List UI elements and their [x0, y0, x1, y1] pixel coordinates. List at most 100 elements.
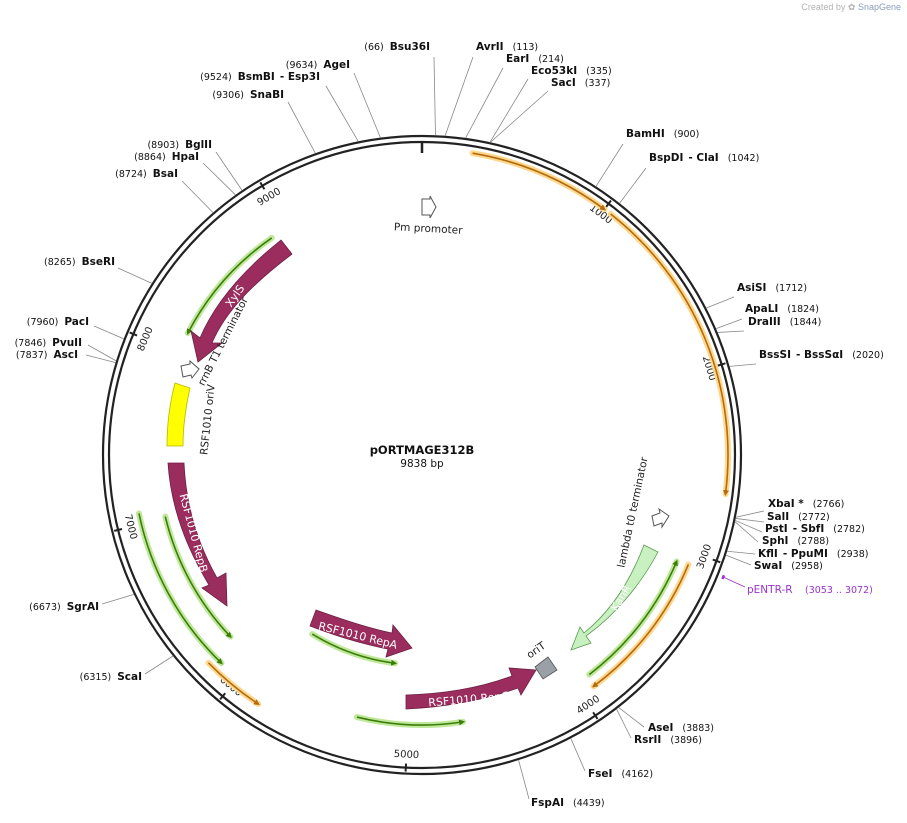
enzyme-isoschizomer: - Esp3I	[280, 71, 320, 83]
svg-text:(8903)BglII: (8903)BglII	[147, 139, 212, 151]
orf-arc-3[interactable]	[588, 559, 678, 676]
orf-arc-2[interactable]	[591, 564, 690, 688]
enzyme-label-pvuii[interactable]: (7846)PvuII	[15, 337, 82, 349]
svg-text:(9634)AgeI: (9634)AgeI	[286, 59, 350, 71]
enzyme-label-swai[interactable]: SwaI(2958)	[754, 560, 823, 572]
enzyme-label-sgrai[interactable]: (6673)SgrAI	[29, 601, 99, 613]
enzyme-label-bglii[interactable]: (8903)BglII	[147, 139, 212, 151]
enzyme-label-bsssi[interactable]: BssSI- BssSαI(2020)	[759, 349, 884, 361]
enzyme-isoschizomer: - SbfI	[793, 523, 825, 535]
enzyme-position: (3896)	[670, 735, 702, 746]
enzyme-label-avrii[interactable]: AvrII(113)	[476, 41, 538, 53]
enzyme-label-asisi[interactable]: AsiSI(1712)	[737, 282, 807, 294]
enzyme-name: PstI	[765, 523, 788, 535]
enzyme-label-rsrii[interactable]: RsrII(3896)	[634, 734, 702, 746]
svg-text:EarI(214): EarI(214)	[506, 53, 564, 65]
enzyme-label-bsu36i[interactable]: (66)Bsu36I	[364, 41, 430, 53]
orf-arc-1[interactable]	[610, 213, 729, 497]
enzyme-label-saci[interactable]: SacI(337)	[551, 77, 610, 89]
svg-text:Eco53kI(335): Eco53kI(335)	[531, 65, 612, 77]
enzyme-site-line	[616, 708, 632, 739]
tick-label-3000: 3000	[695, 543, 714, 571]
enzyme-label-agei[interactable]: (9634)AgeI	[286, 59, 350, 71]
enzyme-label-fspai[interactable]: FspAI(4439)	[531, 797, 605, 809]
enzyme-label-psti[interactable]: PstI- SbfI(2782)	[765, 523, 865, 535]
snapgene-credit: Created by ✿ SnapGene	[801, 2, 901, 13]
orf-arc-4[interactable]	[356, 716, 466, 726]
enzyme-label-snabi[interactable]: (9306) SnaBI	[212, 89, 284, 101]
svg-text:ApaLI(1824): ApaLI(1824)	[745, 303, 819, 315]
enzyme-label-asei[interactable]: AseI(3883)	[648, 722, 714, 734]
snapgene-logo-icon: ✿	[847, 2, 856, 12]
enzyme-label-sali[interactable]: SalI(2772)	[767, 511, 830, 523]
enzyme-site-line	[715, 318, 743, 330]
enzyme-site-line	[465, 67, 504, 139]
enzyme-position: (9306)	[212, 90, 244, 101]
enzyme-site-line	[93, 325, 124, 340]
enzyme-label-bseri[interactable]: (8265)BseRI	[44, 256, 115, 268]
tick-label-5000: 5000	[393, 749, 419, 761]
enzyme-position: (66)	[364, 42, 384, 53]
enzyme-label-asci[interactable]: (7837)AscI	[16, 349, 78, 361]
enzyme-position: (6315)	[80, 672, 112, 683]
enzyme-position: (4162)	[621, 769, 653, 780]
enzyme-label-bsmbi[interactable]: (9524)BsmBI- Esp3I	[200, 71, 320, 83]
tick-mark-9000	[259, 181, 266, 190]
enzyme-position: (2020)	[852, 350, 884, 361]
orf-arc-8[interactable]	[138, 513, 223, 665]
enzyme-label-kfli[interactable]: KflI- PpuMI(2938)	[758, 548, 868, 560]
rsf1010-oriv-label: RSF1010 oriV	[198, 383, 217, 456]
primer-penter-r-mark[interactable]	[721, 574, 726, 580]
rsf1010-repb-feature[interactable]: RSF1010 RepB	[167, 462, 228, 607]
enzyme-position: (3883)	[682, 723, 714, 734]
orf-arc-6[interactable]	[207, 662, 260, 706]
rsf1010-repc-feature[interactable]: RSF1010 RepC	[405, 667, 537, 710]
enzyme-name: BsaI	[153, 168, 178, 180]
enzyme-position: (4439)	[573, 798, 605, 809]
svg-text:SalI(2772): SalI(2772)	[767, 511, 830, 523]
rsf1010-oriv-feature[interactable]: RSF1010 oriV	[166, 382, 218, 456]
enzyme-label-xbai[interactable]: XbaI *(2766)	[768, 498, 844, 510]
enzyme-label-scai[interactable]: (6315) ScaI	[80, 671, 142, 683]
primer-position: (3053 .. 3072)	[805, 585, 873, 596]
rsf1010-repa-feature[interactable]: RSF1010 RepA	[309, 609, 413, 658]
svg-text:(8265)BseRI: (8265)BseRI	[44, 256, 115, 268]
tick-mark-2000	[717, 362, 726, 367]
enzyme-label-hpai[interactable]: (8864)HpaI	[134, 151, 199, 163]
tick-mark-7000	[113, 527, 123, 532]
enzyme-label-bspdi[interactable]: BspDI- ClaI(1042)	[649, 152, 759, 164]
tick-mark-3000	[712, 558, 721, 564]
orf-arc-0[interactable]	[472, 152, 607, 211]
enzyme-label-draiii[interactable]: DraIII(1844)	[748, 316, 821, 328]
svg-text:AsiSI(1712): AsiSI(1712)	[737, 282, 807, 294]
enzyme-label-sphi[interactable]: SphI(2788)	[762, 535, 829, 547]
enzyme-label-bsai[interactable]: (8724)BsaI	[115, 168, 178, 180]
orit-label: oriT	[525, 640, 549, 662]
enzyme-label-paci[interactable]: (7960)PacI	[27, 316, 89, 328]
enzyme-site-line	[725, 554, 752, 566]
enzyme-name: ScaI	[117, 671, 142, 683]
orf-arc-5[interactable]	[311, 633, 398, 666]
orf-arc-7[interactable]	[164, 516, 232, 639]
enzyme-label-eari[interactable]: EarI(214)	[506, 53, 564, 65]
pm-promoter-feature[interactable]: Pm promoter	[394, 195, 464, 237]
svg-text:(9306)SnaBI: (9306) SnaBI	[212, 89, 284, 101]
orf-arc-9[interactable]	[186, 237, 273, 335]
enzyme-name: SnaBI	[250, 89, 284, 101]
primer-name[interactable]: pENTR-R	[747, 584, 793, 596]
enzyme-label-fsei[interactable]: FseI(4162)	[588, 768, 653, 780]
enzyme-label-apali[interactable]: ApaLI(1824)	[745, 303, 819, 315]
enzyme-label-bamhi[interactable]: BamHI(900)	[626, 128, 699, 140]
enzyme-site-line	[101, 593, 135, 605]
tick-mark-4000	[592, 711, 599, 720]
enzyme-label-eco53ki[interactable]: Eco53kI(335)	[531, 65, 612, 77]
enzyme-name: KflI	[758, 548, 778, 560]
enzyme-position: (337)	[585, 78, 611, 89]
svg-text:(6315)ScaI: (6315) ScaI	[80, 671, 142, 683]
enzyme-name: SalI	[767, 511, 789, 523]
pm-promoter-label: Pm promoter	[394, 221, 464, 237]
enzyme-site-line	[734, 521, 759, 543]
tick-label-9000: 9000	[255, 186, 283, 208]
enzyme-site-line	[727, 550, 756, 555]
enzyme-position: (8265)	[44, 257, 76, 268]
